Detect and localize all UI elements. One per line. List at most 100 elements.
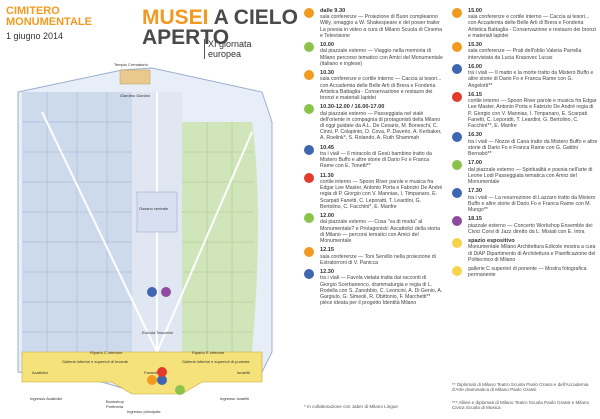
map-label-riparto-right: Riparto E inferiore — [192, 350, 225, 355]
event-color-marker — [452, 64, 462, 74]
event-time: 18.15 — [468, 216, 482, 223]
map-label-bookshop: Bookshop — [106, 399, 125, 404]
sub-title: XI giornata europea — [204, 39, 252, 59]
main-title-line2: APERTO — [142, 26, 230, 49]
event-description: cortile interno — Spoon River parole e m… — [468, 98, 597, 130]
map-zone-right — [182, 122, 258, 352]
map-marker-blue — [157, 375, 167, 385]
map-label-galleria-left: Galleria inferiori e superiori di levant… — [62, 359, 129, 364]
map-label-galleria-right: Galleria inferiori e superiori di ponent… — [182, 359, 250, 364]
event-color-marker — [452, 188, 462, 199]
main-title-part2: A CIELO — [213, 6, 298, 29]
sub-title-line2: europea — [208, 49, 242, 59]
event-time: 15.30 — [468, 42, 482, 49]
event-description: sala conferenze e cortile interno — Cacc… — [320, 76, 442, 102]
event-date: 1 giugno 2014 — [6, 31, 64, 41]
event-time: 16.00 — [468, 64, 482, 70]
event-item: gallerie C superiori di ponente — Mostra… — [452, 266, 598, 278]
event-time: 17.00 — [468, 160, 482, 167]
event-description: tra i viali — Il matto e la morte tratto… — [468, 70, 594, 89]
event-time: dalle 9.30 — [320, 8, 346, 14]
event-description: cortile interno — Spoon River parole e m… — [320, 179, 443, 210]
event-color-marker — [452, 132, 462, 143]
event-description: dal piazzale esterno — Spiritualità e po… — [468, 166, 593, 186]
note-right-1: ** Diplomati di Milano Teatro Scuola Pao… — [452, 382, 589, 393]
map-label-acattolici: Acattolici — [32, 370, 48, 375]
event-description: tra i viali — La resurrezione di Lazzaro… — [468, 194, 596, 214]
map-label-famedio: Famedio — [144, 370, 160, 375]
event-color-marker — [304, 8, 314, 18]
map-marker-green — [175, 385, 185, 395]
event-time: 10.30-12.00 / 16.00-17.00 — [320, 104, 385, 111]
map-marker-purple — [161, 287, 171, 297]
event-description: dal piazzale esterno — Viaggio nella mem… — [320, 48, 443, 67]
map-marker-green2 — [147, 287, 157, 297]
event-color-marker — [452, 42, 462, 53]
map-marker-orange — [147, 375, 157, 385]
event-description: piazzale esterno — Concerto Workshop Ens… — [468, 222, 593, 235]
event-time: 12.00 — [320, 213, 334, 220]
event-description: sala conferenze — Prati dell'oblio Valer… — [468, 48, 582, 61]
event-time: 15.00 — [468, 8, 482, 14]
event-color-marker — [452, 92, 462, 102]
header-left: CIMITERO MONUMENTALE 1 giugno 2014 — [6, 5, 92, 42]
event-description: gallerie C superiori di ponente — Mostra… — [468, 266, 587, 279]
event-color-marker — [452, 8, 462, 18]
event-color-marker — [304, 144, 314, 155]
event-time: 17.30 — [468, 188, 482, 195]
event-description: tra i viali — Il miracolo di Gesù bambin… — [320, 151, 432, 170]
map-label-riparto-left: Riparto C inferiore — [90, 350, 123, 355]
event-color-marker — [452, 216, 462, 227]
cimitero-title-line2: MONUMENTALE — [6, 16, 92, 28]
map-label-ingresso-accattoli: Ingresso Acattolici — [30, 396, 62, 401]
event-time: spazio espositivo — [468, 238, 515, 245]
sub-title-line1: XI giornata — [208, 39, 252, 49]
event-description: tra i viali — Favola vietata tratta dai … — [320, 275, 443, 307]
map-marker-red — [157, 367, 167, 377]
map-label-israeliti: Israeliti — [237, 370, 250, 375]
event-time: 16.30 — [468, 132, 482, 139]
map-label-portineria: Portineria — [106, 404, 124, 409]
event-color-marker — [304, 70, 314, 81]
main-title: MUSEI A CIELO APERTO — [142, 6, 298, 49]
main-title-part1: MUSEI — [142, 6, 209, 29]
event-color-marker — [304, 104, 314, 115]
event-color-marker — [304, 172, 314, 183]
cemetery-map: Tempio Crematorio Giardino Giardini Ossa… — [17, 62, 273, 414]
note-left: * In collaborazione con Jaber di Milano … — [304, 404, 398, 409]
event-color-marker — [452, 238, 462, 249]
event-description: Monumentale Milano Architettura Edicole … — [468, 244, 596, 263]
map-label-giardino: Giardino Giardini — [120, 93, 150, 98]
event-description: dal piazzale esterno — Passeggiata nel v… — [320, 110, 442, 142]
event-description: sala conferenze — Proiezione di Buon com… — [320, 14, 442, 39]
event-time: 12.30 — [320, 269, 334, 276]
map-label-ingresso-principale: Ingresso principale — [127, 409, 161, 414]
map-tempio — [119, 69, 151, 85]
map-label-tempio: Tempio Crematorio — [114, 62, 149, 67]
event-time: 12.15 — [320, 247, 334, 254]
event-time: 16.15 — [468, 92, 482, 98]
event-time: 10.45 — [320, 144, 334, 151]
event-description: dal piazzale esterno — Cosa "va di moda"… — [320, 219, 440, 245]
event-time: 10.30 — [320, 70, 334, 77]
cimitero-title-line1: CIMITERO — [6, 5, 60, 17]
